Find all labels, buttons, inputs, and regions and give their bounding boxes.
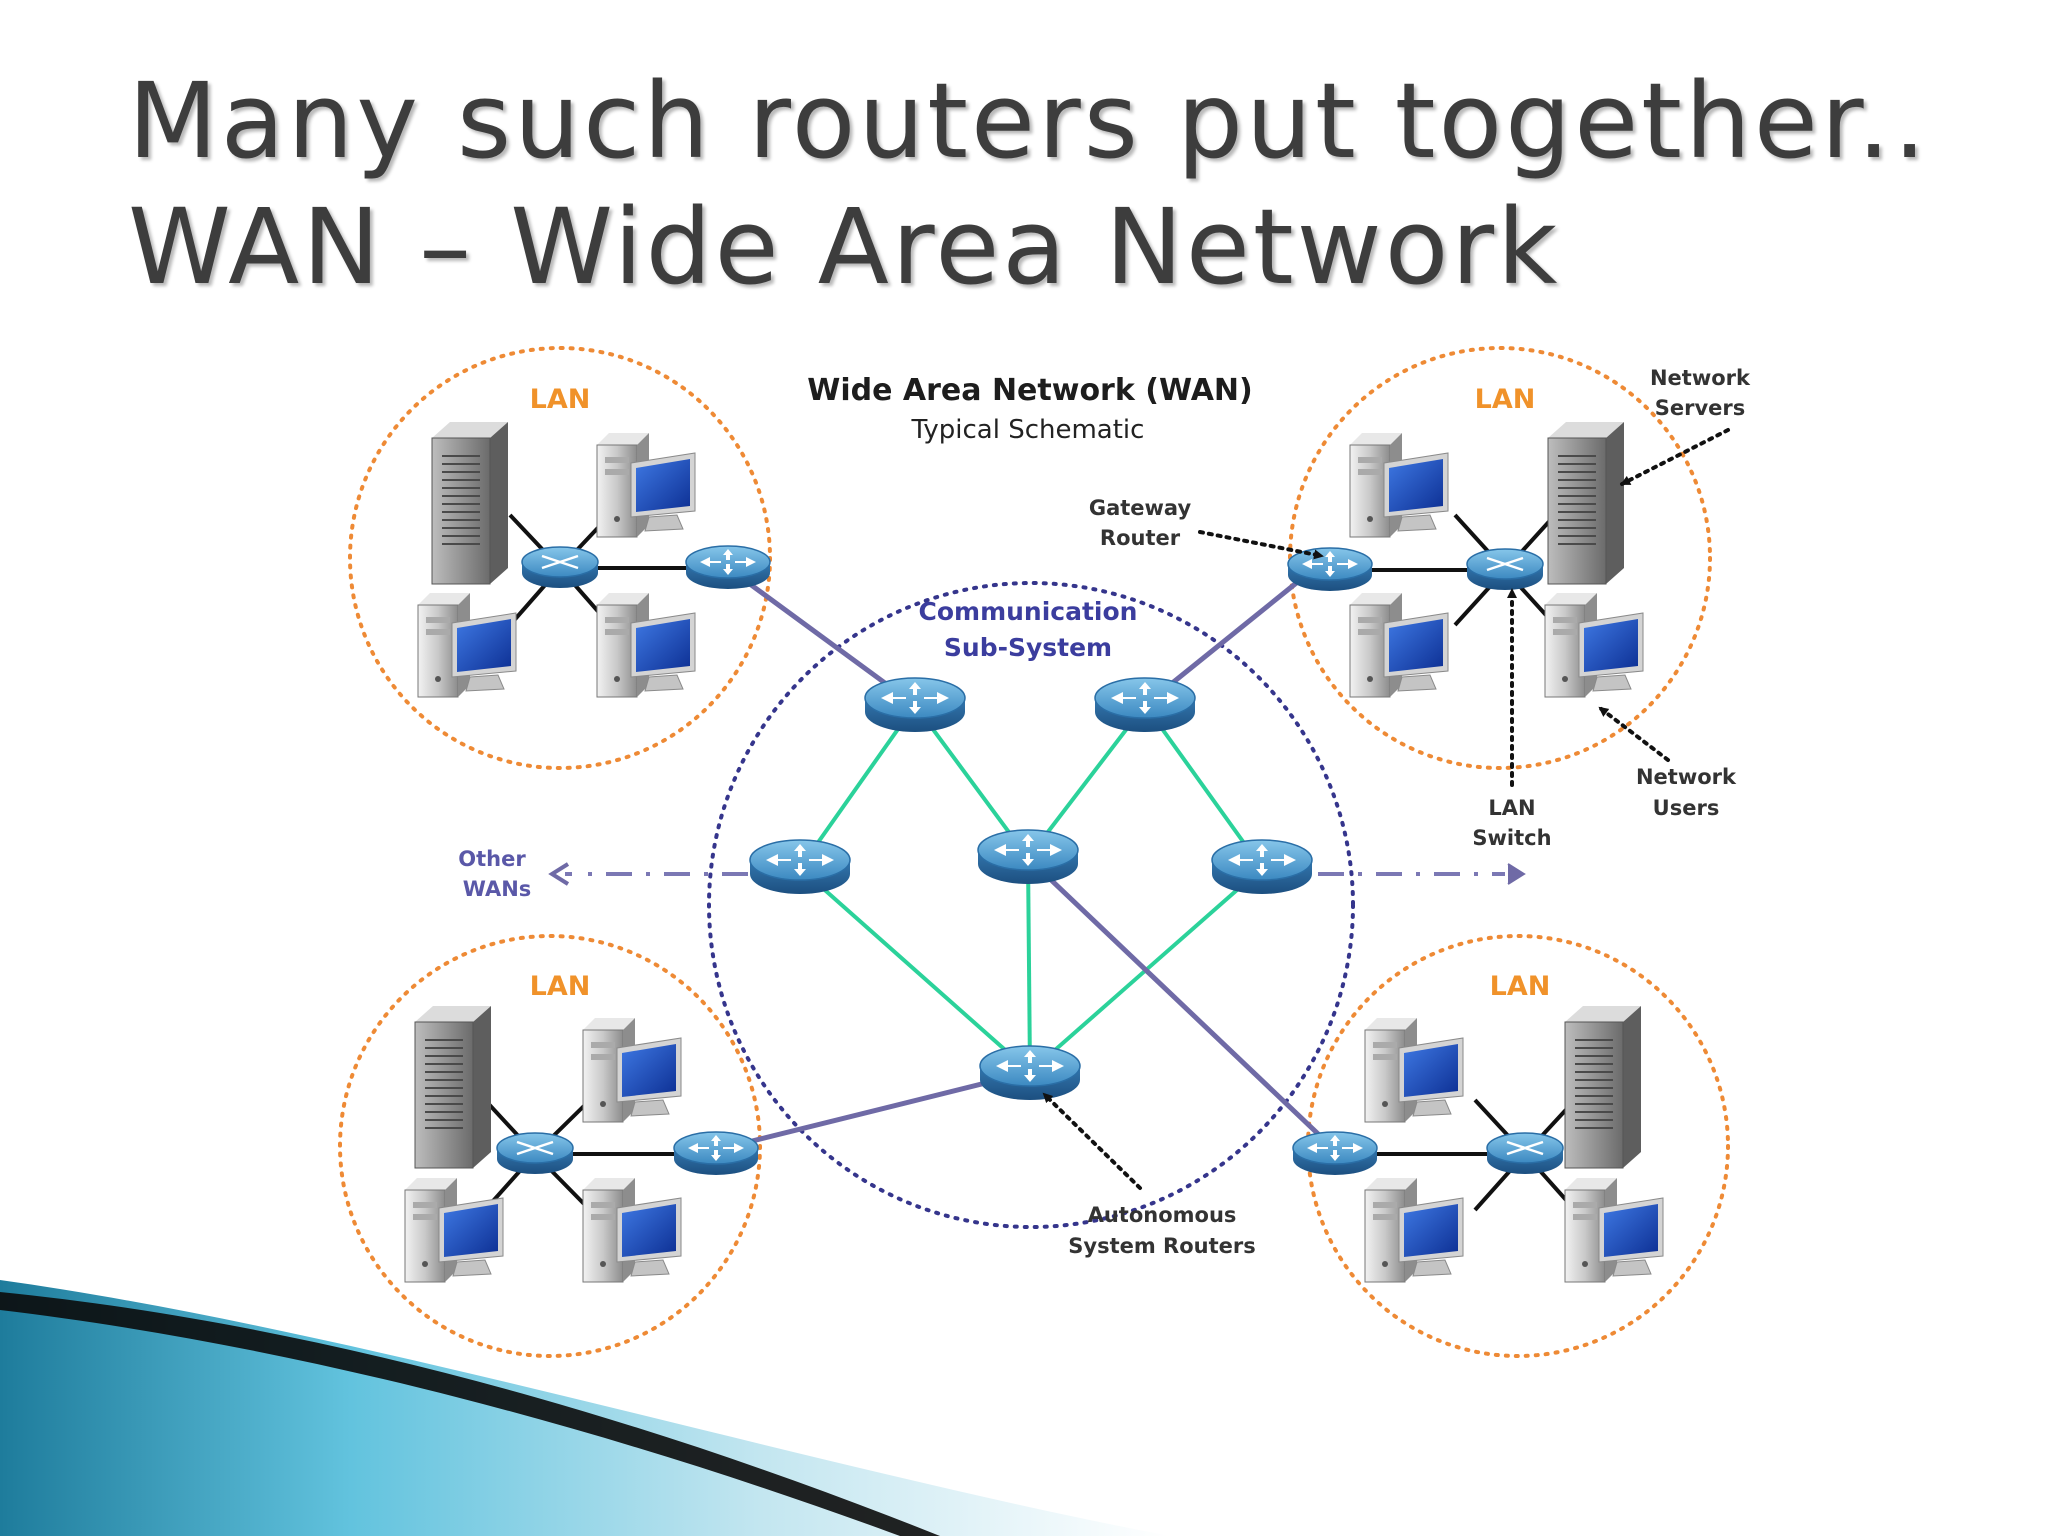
lan-label-top-right: LAN	[1475, 384, 1536, 415]
core-router-icon	[864, 677, 966, 733]
lan-switch-icon	[495, 1131, 575, 1176]
desktop-pc-icon	[1349, 432, 1449, 538]
lan-label-top-left: LAN	[530, 384, 591, 415]
gateway-router-label-line-1: Gateway	[1089, 496, 1192, 520]
gateway-router-icon	[1292, 1131, 1378, 1176]
network-servers-label-line-1: Network	[1650, 366, 1751, 390]
desktop-pc-icon	[404, 1177, 504, 1283]
gateway-router-icon	[673, 1131, 759, 1176]
desktop-pc-icon	[1364, 1017, 1464, 1123]
desktop-pc-icon	[596, 432, 696, 538]
desktop-pc-icon	[1544, 592, 1644, 698]
diagram-subtitle: Typical Schematic	[911, 415, 1145, 445]
lan-ring-top-left	[348, 346, 772, 770]
lan-switch-icon	[520, 545, 600, 590]
lan-switch-label-line-2: Switch	[1472, 826, 1551, 850]
desktop-pc-icon	[582, 1177, 682, 1283]
server-icon	[1547, 421, 1625, 585]
other-wans-arrows	[548, 862, 1526, 886]
desktop-pc-icon	[582, 1017, 682, 1123]
gateway-router-icon	[1287, 547, 1373, 592]
lan-switch-icon	[1465, 547, 1545, 592]
network-servers-label-line-2: Servers	[1655, 396, 1746, 420]
lan-label-bottom-right: LAN	[1490, 971, 1551, 1002]
core-router-icon	[1211, 839, 1313, 895]
lan-ring-bottom-left	[338, 934, 762, 1358]
gateway-router-label-line-2: Router	[1100, 526, 1181, 550]
autonomous-routers-label-line-2: System Routers	[1068, 1234, 1255, 1258]
core-router-icon	[749, 839, 851, 895]
comm-subsystem-label-line-1: Communication	[919, 597, 1138, 626]
other-wans-label-line-2: WANs	[463, 877, 532, 901]
core-router-icon	[977, 829, 1079, 885]
comm-subsystem-label-line-2: Sub-System	[944, 633, 1112, 662]
server-icon	[414, 1005, 492, 1169]
desktop-pc-icon	[1364, 1177, 1464, 1283]
core-router-icon	[1094, 677, 1196, 733]
annotation-arrows	[1042, 428, 1730, 1190]
server-icon	[1564, 1005, 1642, 1169]
subsystem-ring	[707, 581, 1355, 1229]
slide-title-line-1: Many such routers put together..	[128, 60, 1930, 182]
network-users-label-line-1: Network	[1636, 765, 1737, 789]
lan-switch-label-line-1: LAN	[1488, 796, 1535, 820]
lan-switch-icon	[1485, 1131, 1565, 1176]
network-users-label-line-2: Users	[1653, 796, 1720, 820]
desktop-pc-icon	[1349, 592, 1449, 698]
decorative-band-edge	[0, 1292, 940, 1536]
lan-label-bottom-left: LAN	[530, 971, 591, 1002]
desktop-pc-icon	[417, 592, 517, 698]
autonomous-routers-label-line-1: Autonomous	[1088, 1203, 1237, 1227]
other-wans-label-line-1: Other	[458, 847, 526, 871]
gateway-router-icon	[685, 545, 771, 590]
core-router-icon	[979, 1045, 1081, 1101]
diagram-title: Wide Area Network (WAN)	[807, 373, 1253, 408]
desktop-pc-icon	[596, 592, 696, 698]
desktop-pc-icon	[1564, 1177, 1664, 1283]
slide-title-line-2: WAN – Wide Area Network	[128, 186, 1561, 308]
server-icon	[431, 421, 509, 585]
slide-title: Many such routers put together.. WAN – W…	[128, 58, 1929, 310]
